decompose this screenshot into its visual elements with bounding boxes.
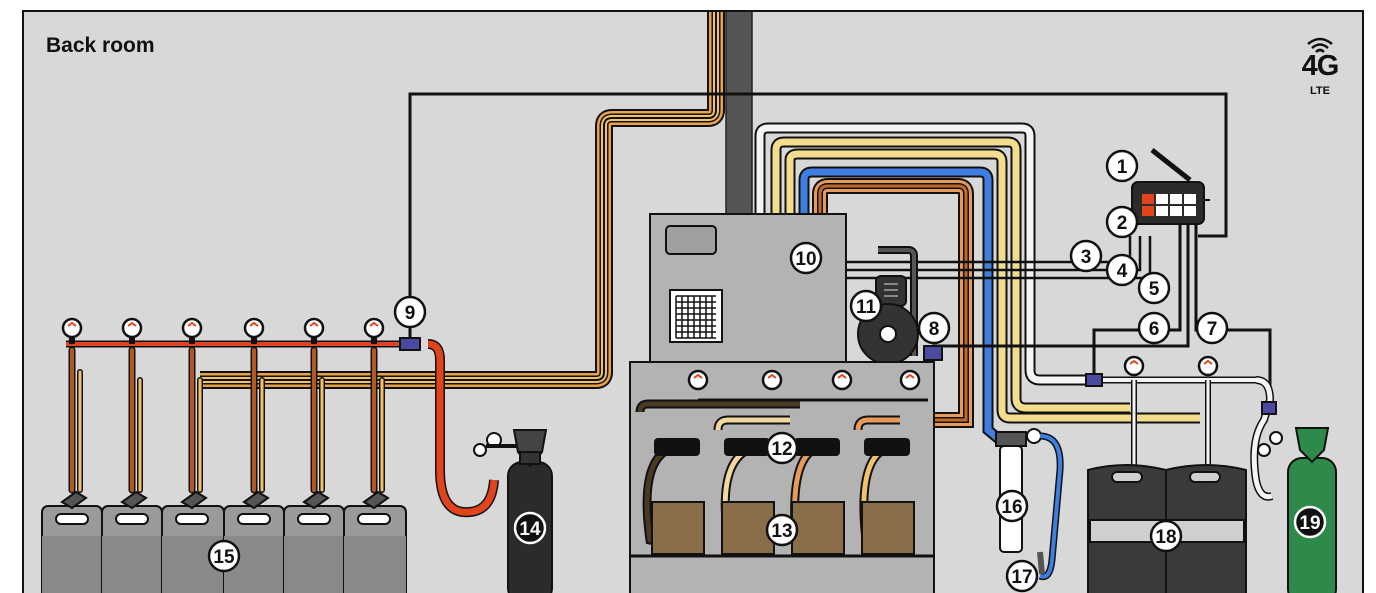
callout-number: 19 bbox=[1299, 513, 1320, 534]
callout-4: 4 bbox=[1105, 253, 1139, 287]
callout-circle bbox=[789, 241, 823, 275]
left-kegs bbox=[41, 490, 407, 593]
callout-number: 8 bbox=[929, 319, 940, 340]
callout-number: 5 bbox=[1149, 279, 1160, 300]
callout-number: 6 bbox=[1149, 319, 1160, 340]
t-piece-8 bbox=[923, 345, 943, 361]
lte-badge: 4G LTE bbox=[1290, 30, 1350, 100]
callout-8: 8 bbox=[917, 311, 951, 345]
gas-cylinder-19 bbox=[1257, 427, 1337, 593]
callout-9: 9 bbox=[393, 295, 427, 329]
room-title: Back room bbox=[46, 34, 155, 57]
callout-circle bbox=[207, 539, 241, 573]
callout-number: 16 bbox=[1001, 497, 1022, 518]
lte-sub-label: LTE bbox=[1310, 85, 1330, 97]
callout-circle bbox=[1105, 205, 1139, 239]
pressure-gauges-left bbox=[61, 317, 385, 344]
kegs-18 bbox=[1087, 464, 1247, 593]
callout-circle bbox=[1137, 311, 1171, 345]
callout-6: 6 bbox=[1137, 311, 1171, 345]
callout-circle bbox=[513, 511, 547, 545]
callout-number: 12 bbox=[771, 439, 792, 460]
callout-number: 2 bbox=[1117, 213, 1128, 234]
beer-line-bundle-left bbox=[200, 12, 725, 389]
callout-circle bbox=[1105, 149, 1139, 183]
co2-manifold-right bbox=[1085, 355, 1277, 501]
callout-circle bbox=[1293, 505, 1327, 539]
callout-circle bbox=[917, 311, 951, 345]
cooler-unit-10 bbox=[649, 213, 847, 363]
callout-10: 10 bbox=[789, 241, 823, 275]
callout-13: 13 bbox=[765, 513, 799, 547]
callout-circle bbox=[1195, 311, 1229, 345]
callout-17: 17 bbox=[1005, 559, 1039, 593]
callout-number: 15 bbox=[213, 547, 235, 568]
callout-number: 18 bbox=[1155, 527, 1176, 548]
sensor-cable-9 bbox=[408, 92, 1228, 344]
callout-number: 1 bbox=[1117, 157, 1128, 178]
callout-15: 15 bbox=[207, 539, 241, 573]
controller-hub-1 bbox=[1131, 148, 1205, 225]
callout-1: 1 bbox=[1105, 149, 1139, 183]
callout-circle bbox=[1005, 559, 1039, 593]
callout-18: 18 bbox=[1149, 519, 1183, 553]
callout-number: 4 bbox=[1117, 261, 1128, 282]
callout-5: 5 bbox=[1137, 271, 1171, 305]
callout-number: 17 bbox=[1011, 567, 1032, 588]
callout-circle bbox=[1069, 239, 1103, 273]
callout-19: 19 bbox=[1293, 505, 1327, 539]
callout-circle bbox=[1137, 271, 1171, 305]
callout-number: 10 bbox=[795, 249, 816, 270]
cooler-lines-loop bbox=[754, 122, 1200, 445]
callout-3: 3 bbox=[1069, 239, 1103, 273]
callout-circle bbox=[1149, 519, 1183, 553]
callout-circle bbox=[995, 489, 1029, 523]
pressure-gauges-cabinet bbox=[687, 369, 928, 402]
t-piece-sensor-9 bbox=[399, 337, 421, 351]
wifi-signal-icon bbox=[1307, 37, 1333, 53]
callout-2: 2 bbox=[1105, 205, 1139, 239]
callout-number: 13 bbox=[771, 521, 792, 542]
callout-number: 7 bbox=[1207, 319, 1218, 340]
bag-in-box-13 bbox=[651, 501, 915, 555]
callout-14: 14 bbox=[513, 511, 547, 545]
callout-number: 3 bbox=[1081, 247, 1092, 268]
callout-number: 14 bbox=[519, 519, 541, 540]
callout-circle bbox=[765, 513, 799, 547]
callout-circle bbox=[765, 431, 799, 465]
co2-manifold-left bbox=[66, 339, 499, 518]
callout-11: 11 bbox=[849, 289, 883, 323]
beer-cabinet bbox=[629, 361, 935, 593]
lte-4g-label: 4G bbox=[1301, 50, 1340, 82]
callout-circle bbox=[393, 295, 427, 329]
callout-number: 11 bbox=[856, 297, 877, 318]
callout-16: 16 bbox=[995, 489, 1029, 523]
line-coolers-12 bbox=[654, 438, 910, 456]
sensor-cables-6-7 bbox=[932, 224, 1272, 408]
callout-circle bbox=[1105, 253, 1139, 287]
callout-number: 9 bbox=[405, 303, 416, 324]
callout-12: 12 bbox=[765, 431, 799, 465]
callout-circle bbox=[849, 289, 883, 323]
callout-7: 7 bbox=[1195, 311, 1229, 345]
left-keg-beer-lines bbox=[68, 346, 385, 494]
